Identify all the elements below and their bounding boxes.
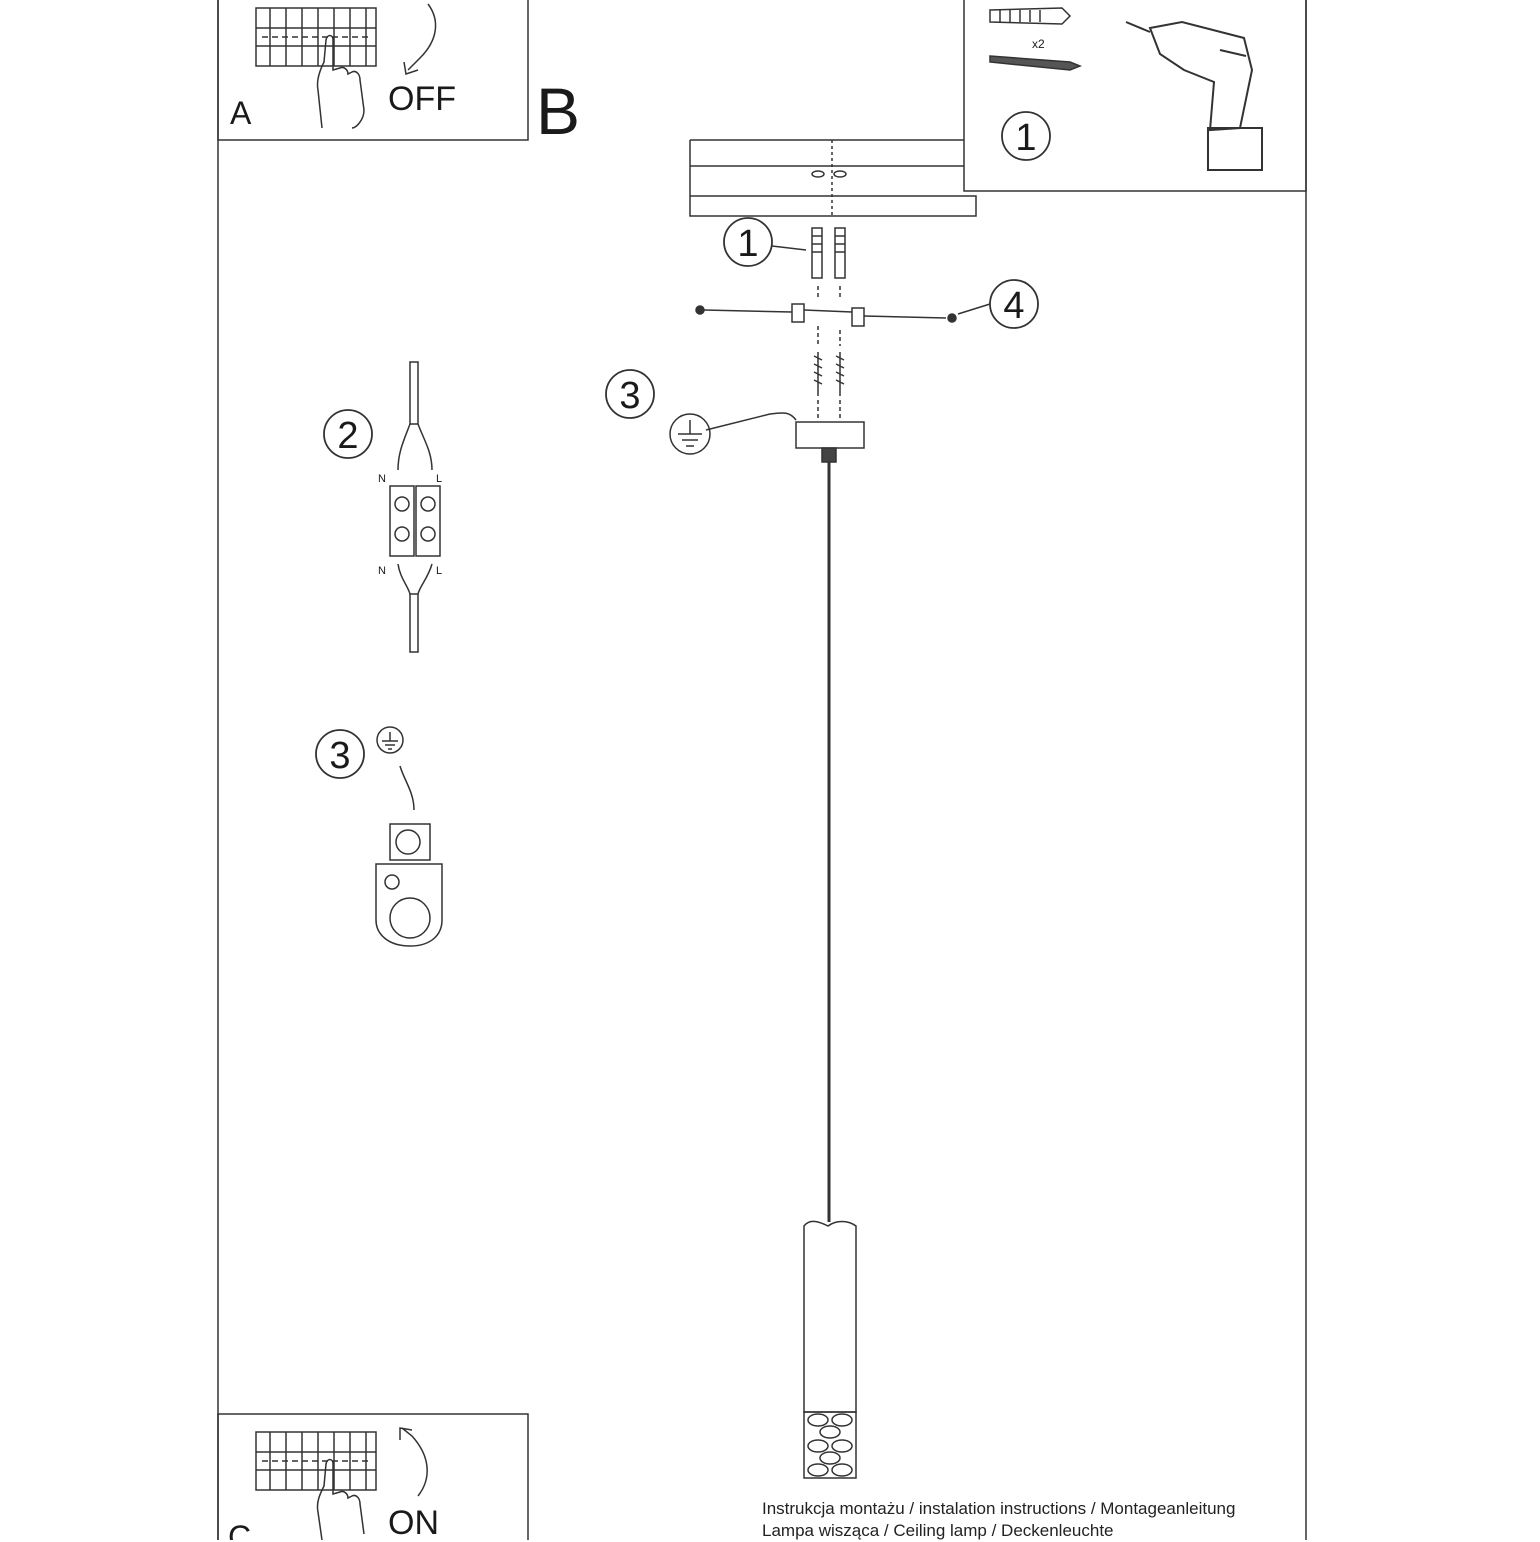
ceiling-slab — [689, 139, 977, 217]
wall-plugs — [811, 227, 846, 300]
footer-caption: Instrukcja montażu / instalation instruc… — [762, 1498, 1235, 1542]
breaker-on-illustration — [255, 1427, 428, 1540]
breaker-off-illustration — [255, 3, 437, 129]
ground-symbol-main — [669, 413, 711, 455]
screws-step-badge — [723, 217, 807, 267]
ground-detail-step-number: 3 — [329, 735, 350, 777]
wall-plugs-icon — [989, 7, 1083, 71]
bracket-step-badge — [957, 279, 1039, 329]
tools-quantity: x2 — [1032, 37, 1045, 51]
terminal-block-detail — [389, 361, 441, 653]
terminal-live-bottom: L — [436, 565, 442, 577]
panel-a-box — [217, 0, 529, 141]
terminal-neutral-top: N — [378, 473, 386, 485]
ground-step-badge — [605, 369, 655, 419]
terminal-neutral-bottom: N — [378, 565, 386, 577]
panel-c-letter: C — [228, 1519, 251, 1540]
footer-instructions-line: Instrukcja montażu / instalation instruc… — [762, 1499, 1236, 1518]
lamp-body — [803, 1220, 857, 1479]
footer-product-line: Lampa wisząca / Ceiling lamp / Deckenleu… — [762, 1521, 1114, 1540]
terminal-live-top: L — [436, 473, 442, 485]
panel-a-off-text: OFF — [388, 80, 456, 118]
tools-box — [963, 0, 1307, 192]
wiring-step-badge — [323, 409, 373, 459]
screws-step-number: 1 — [737, 223, 758, 265]
panel-c-box — [217, 1413, 529, 1540]
panel-b-letter: B — [536, 74, 580, 148]
bracket-step-number: 4 — [1003, 285, 1024, 327]
panel-a-letter: A — [230, 95, 252, 131]
drill-icon — [1125, 20, 1263, 171]
ground-detail-step-badge — [315, 729, 365, 779]
mounting-bracket — [695, 303, 957, 346]
canopy — [705, 412, 865, 463]
tools-step-number: 1 — [1015, 117, 1036, 159]
ground-step-number: 3 — [619, 375, 640, 417]
ground-terminal-detail — [375, 726, 443, 947]
panel-c-on-text: ON — [388, 1504, 439, 1540]
tools-step-badge — [1001, 111, 1051, 161]
wiring-step-number: 2 — [337, 415, 358, 457]
bracket-screws — [813, 352, 845, 420]
